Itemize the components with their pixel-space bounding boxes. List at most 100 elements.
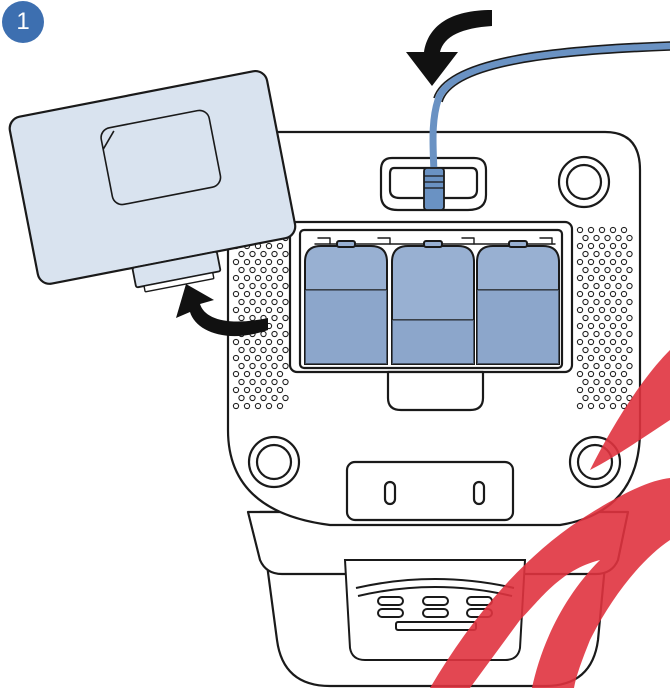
grille-hole <box>249 266 256 274</box>
grille-hole <box>276 242 284 250</box>
grille-hole <box>593 298 600 306</box>
grille-hole <box>615 250 622 258</box>
grille-hole <box>593 346 600 354</box>
grille-hole <box>615 378 622 386</box>
grille-hole <box>243 306 251 314</box>
grille-hole <box>604 298 611 306</box>
grille-hole <box>609 370 617 378</box>
grille-hole <box>243 274 251 282</box>
grille-hole <box>276 386 284 394</box>
grille-hole <box>271 362 278 370</box>
grille-hole <box>626 282 633 290</box>
grille-hole <box>232 258 240 266</box>
grille-hole <box>260 394 267 402</box>
grille-hole <box>271 346 278 354</box>
grille-hole <box>576 226 584 234</box>
grille-hole <box>243 258 251 266</box>
grille-hole <box>271 314 278 322</box>
grille-hole <box>604 314 611 322</box>
grille-hole <box>609 354 617 362</box>
grille-hole <box>282 394 289 402</box>
grille-hole <box>271 394 278 402</box>
grille-hole <box>593 362 600 370</box>
grille-hole <box>576 274 584 282</box>
grille-hole <box>271 266 278 274</box>
grille-hole <box>626 298 633 306</box>
grille-hole <box>282 314 289 322</box>
grille-hole <box>620 258 628 266</box>
grille-hole <box>604 282 611 290</box>
grille-hole <box>615 298 622 306</box>
step-number-badge: 1 <box>2 1 44 43</box>
grille-hole <box>620 370 628 378</box>
grille-hole <box>598 370 606 378</box>
grille-hole <box>609 242 617 250</box>
grille-hole <box>593 330 600 338</box>
grille-hole <box>587 226 595 234</box>
grille-hole <box>598 322 606 330</box>
grille-hole <box>598 386 606 394</box>
grille-hole <box>626 346 633 354</box>
battery-left <box>304 240 388 365</box>
grille-hole <box>582 330 589 338</box>
grille-hole <box>276 338 284 346</box>
grille-hole <box>615 234 622 242</box>
grille-hole <box>615 330 622 338</box>
control-button-1 <box>377 596 404 606</box>
handle-hole-right <box>472 480 486 506</box>
grille-hole <box>265 386 273 394</box>
grille-hole <box>249 362 256 370</box>
grille-hole <box>265 370 273 378</box>
grille-hole <box>254 306 262 314</box>
grille-hole <box>582 298 589 306</box>
power-cable <box>429 42 670 182</box>
grille-hole <box>260 298 267 306</box>
grille-hole <box>271 250 278 258</box>
grille-hole <box>620 386 628 394</box>
grille-hole <box>238 250 245 258</box>
grille-hole <box>276 354 284 362</box>
grille-hole <box>620 242 628 250</box>
grille-hole <box>587 290 595 298</box>
grille-hole <box>626 330 633 338</box>
grille-hole <box>593 314 600 322</box>
grille-hole <box>582 266 589 274</box>
grille-hole <box>232 386 240 394</box>
grille-hole <box>604 362 611 370</box>
grille-hole <box>620 322 628 330</box>
grille-hole <box>254 386 262 394</box>
grille-hole <box>271 330 278 338</box>
grille-hole <box>598 226 606 234</box>
grille-hole <box>254 338 262 346</box>
grille-hole <box>587 258 595 266</box>
grille-hole <box>609 322 617 330</box>
grille-hole <box>576 354 584 362</box>
grille-hole <box>587 306 595 314</box>
grille-hole <box>593 234 600 242</box>
grille-hole <box>243 386 251 394</box>
grille-hole <box>604 250 611 258</box>
grille-hole <box>232 402 240 410</box>
grille-hole <box>576 370 584 378</box>
grille-hole <box>598 242 606 250</box>
grille-hole <box>620 226 628 234</box>
grille-hole <box>598 354 606 362</box>
arrow-insert-cable <box>406 10 492 86</box>
grille-hole <box>243 290 251 298</box>
grille-hole <box>232 338 240 346</box>
grille-hole <box>238 298 245 306</box>
grille-hole <box>243 370 251 378</box>
grille-hole <box>576 290 584 298</box>
handle-hole-left <box>383 480 397 506</box>
grille-hole <box>620 354 628 362</box>
grille-hole <box>265 354 273 362</box>
grille-hole <box>593 378 600 386</box>
grille-hole <box>587 354 595 362</box>
grille-hole <box>260 362 267 370</box>
grille-hole <box>593 266 600 274</box>
speaker-grille-right <box>576 226 633 410</box>
grille-hole <box>615 394 622 402</box>
grille-hole <box>604 394 611 402</box>
